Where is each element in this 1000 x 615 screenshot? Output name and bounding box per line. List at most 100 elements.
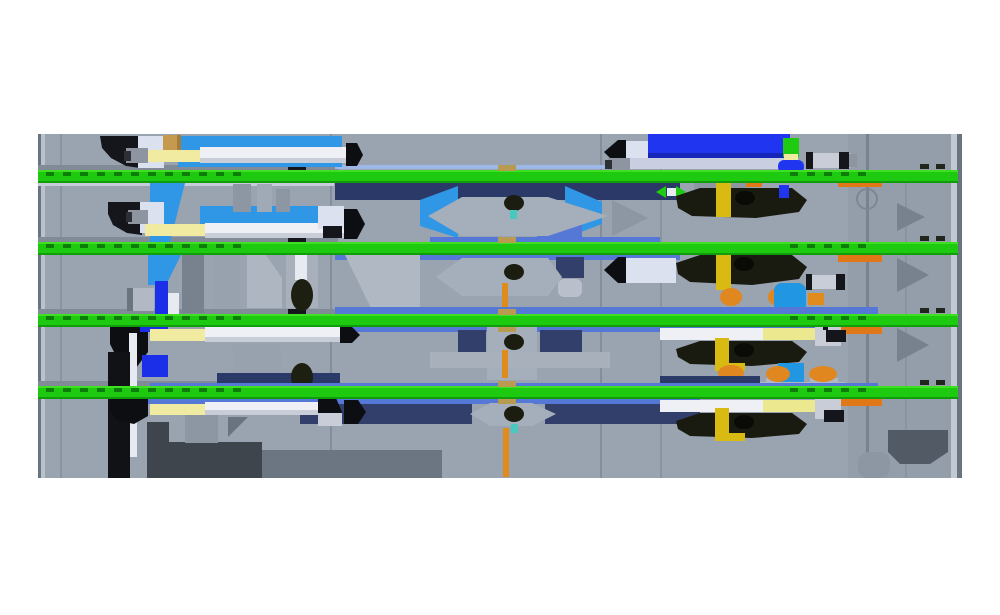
rail-3-black-ticks: [920, 308, 929, 313]
rail-4-dashes-left: [233, 388, 241, 392]
rowB-cylinder-ring-right: [836, 274, 845, 290]
rowC-ibeam-arms: [430, 352, 610, 368]
rowC-white-rod-shade: [205, 337, 340, 342]
green-rail-3-bottom: [38, 325, 958, 327]
rowA-cyan-drop: [510, 210, 517, 219]
row1-royal-blue-bar-shade: [648, 153, 790, 158]
rail-4-dashes-right: [841, 388, 849, 392]
rail-3-dashes-left: [165, 316, 173, 320]
rowD-black-bracket: [110, 397, 148, 424]
rowB-dark-pillar: [182, 255, 204, 313]
rail-1-dashes-right: [807, 172, 815, 176]
rail-2-dashes-left: [97, 244, 105, 248]
rail-2-dashes-right: [790, 244, 798, 248]
rowA-center-boss: [428, 197, 608, 236]
rowA-gray-arrow: [612, 200, 648, 236]
rowB-arch-1: [247, 255, 282, 308]
tan-tick-rail1: [498, 165, 516, 171]
rail-3-dashes-left: [46, 316, 54, 320]
rowC-navy-corner-right: [540, 330, 582, 352]
row1-under-rod: [620, 158, 790, 169]
rowC-orange-lens-2: [766, 366, 790, 382]
rowC-rod-tip: [340, 327, 360, 343]
green-rail-1: [38, 170, 958, 183]
rail-2-dashes-left: [199, 244, 207, 248]
rowB-orange-roller-1: [720, 288, 742, 306]
rail-1-dashes-left: [46, 172, 54, 176]
rail-2-dashes-left: [233, 244, 241, 248]
rail-4-dashes-left: [63, 388, 71, 392]
rail-4-black-ticks: [920, 380, 929, 385]
rowA-pale-rod: [145, 224, 205, 236]
rail-4-dashes-left: [182, 388, 190, 392]
rail-4-dashes-left: [114, 388, 122, 392]
plate-seam-far-left: [60, 134, 62, 478]
rail-1-dashes-left: [114, 172, 122, 176]
rowB-orange-rod: [502, 283, 508, 308]
row1-white-rod-shade: [200, 158, 350, 163]
rowC-right-white-rod: [660, 328, 763, 340]
rowD-cyan-drop: [511, 424, 518, 433]
plate-seam-c: [660, 134, 662, 478]
rowB-center-boss: [436, 258, 562, 296]
rowC-blue-patch-bottom: [142, 355, 168, 377]
orange-strip-rail4-right: [838, 399, 882, 406]
rowB-gray-cylinder-ring: [127, 288, 133, 311]
rowD-black-clamp-right: [344, 400, 366, 424]
rail-3-black-ticks: [936, 308, 945, 313]
rowD-small-bolt-right: [824, 410, 844, 422]
rail-4-dashes-left: [80, 388, 88, 392]
rail-2-dashes-left: [148, 244, 156, 248]
rowB-white-post: [168, 293, 179, 314]
orange-strip-rail3-right: [838, 327, 882, 334]
plate-seam-a: [330, 134, 332, 478]
rowA-white-rod-shade: [205, 233, 345, 238]
rowD-dark-step-2: [167, 442, 262, 478]
rowA-black-wedge: [344, 209, 365, 239]
rowB-blob-bolt: [734, 257, 754, 271]
rail-3-dashes-left: [199, 316, 207, 320]
rail-4-dashes-right: [807, 388, 815, 392]
rail-1-dashes-left: [80, 172, 88, 176]
orange-strip-rail2-right: [838, 255, 882, 262]
rail-4-dashes-right: [858, 388, 866, 392]
green-rail-2: [38, 242, 958, 255]
rowC-gold-bracket-vertical: [715, 338, 729, 368]
rail-4-dashes-right: [790, 388, 798, 392]
cornflower-above-rail3: [335, 307, 878, 314]
rowA-bolt-hole: [856, 188, 878, 210]
rail-3-dashes-right: [790, 316, 798, 320]
row1-green-block: [783, 138, 799, 157]
rail-4-dashes-left: [46, 388, 54, 392]
rowA-gold-bracket: [716, 182, 731, 217]
rowB-center-bolt: [504, 264, 524, 280]
rail-3-dashes-left: [182, 316, 190, 320]
row1-cylinder-ring-right: [839, 152, 849, 169]
row1-pale-rod: [145, 150, 203, 162]
rail-2-black-ticks: [936, 236, 945, 241]
rowA-navy-band: [335, 183, 680, 200]
rail-3-dashes-left: [63, 316, 71, 320]
tan-tick-rail3: [498, 309, 516, 315]
rail-2-dashes-left: [216, 244, 224, 248]
rail-4-dashes-right: [824, 388, 832, 392]
rowB-right-rod: [626, 258, 676, 283]
rowD-white-rod-shade: [205, 410, 320, 415]
rowB-white-tee: [295, 255, 307, 280]
rail-3-dashes-left: [114, 316, 122, 320]
right-column-triangle-3: [897, 328, 929, 362]
guide-rod-tick-2: [288, 237, 306, 242]
rowD-navy-band-left: [300, 404, 472, 424]
rail-3-dashes-left: [233, 316, 241, 320]
rowB-pillar-2: [214, 255, 240, 309]
rail-1-dashes-left: [199, 172, 207, 176]
rail-1-dashes-left: [233, 172, 241, 176]
rail-1-black-ticks: [920, 164, 929, 169]
rail-3-dashes-left: [131, 316, 139, 320]
rowC-pillar: [233, 345, 281, 375]
bottom-shadow-band: [262, 450, 442, 478]
rail-4-dashes-left: [148, 388, 156, 392]
green-rail-2-bottom: [38, 253, 958, 255]
rail-2-dashes-right: [807, 244, 815, 248]
